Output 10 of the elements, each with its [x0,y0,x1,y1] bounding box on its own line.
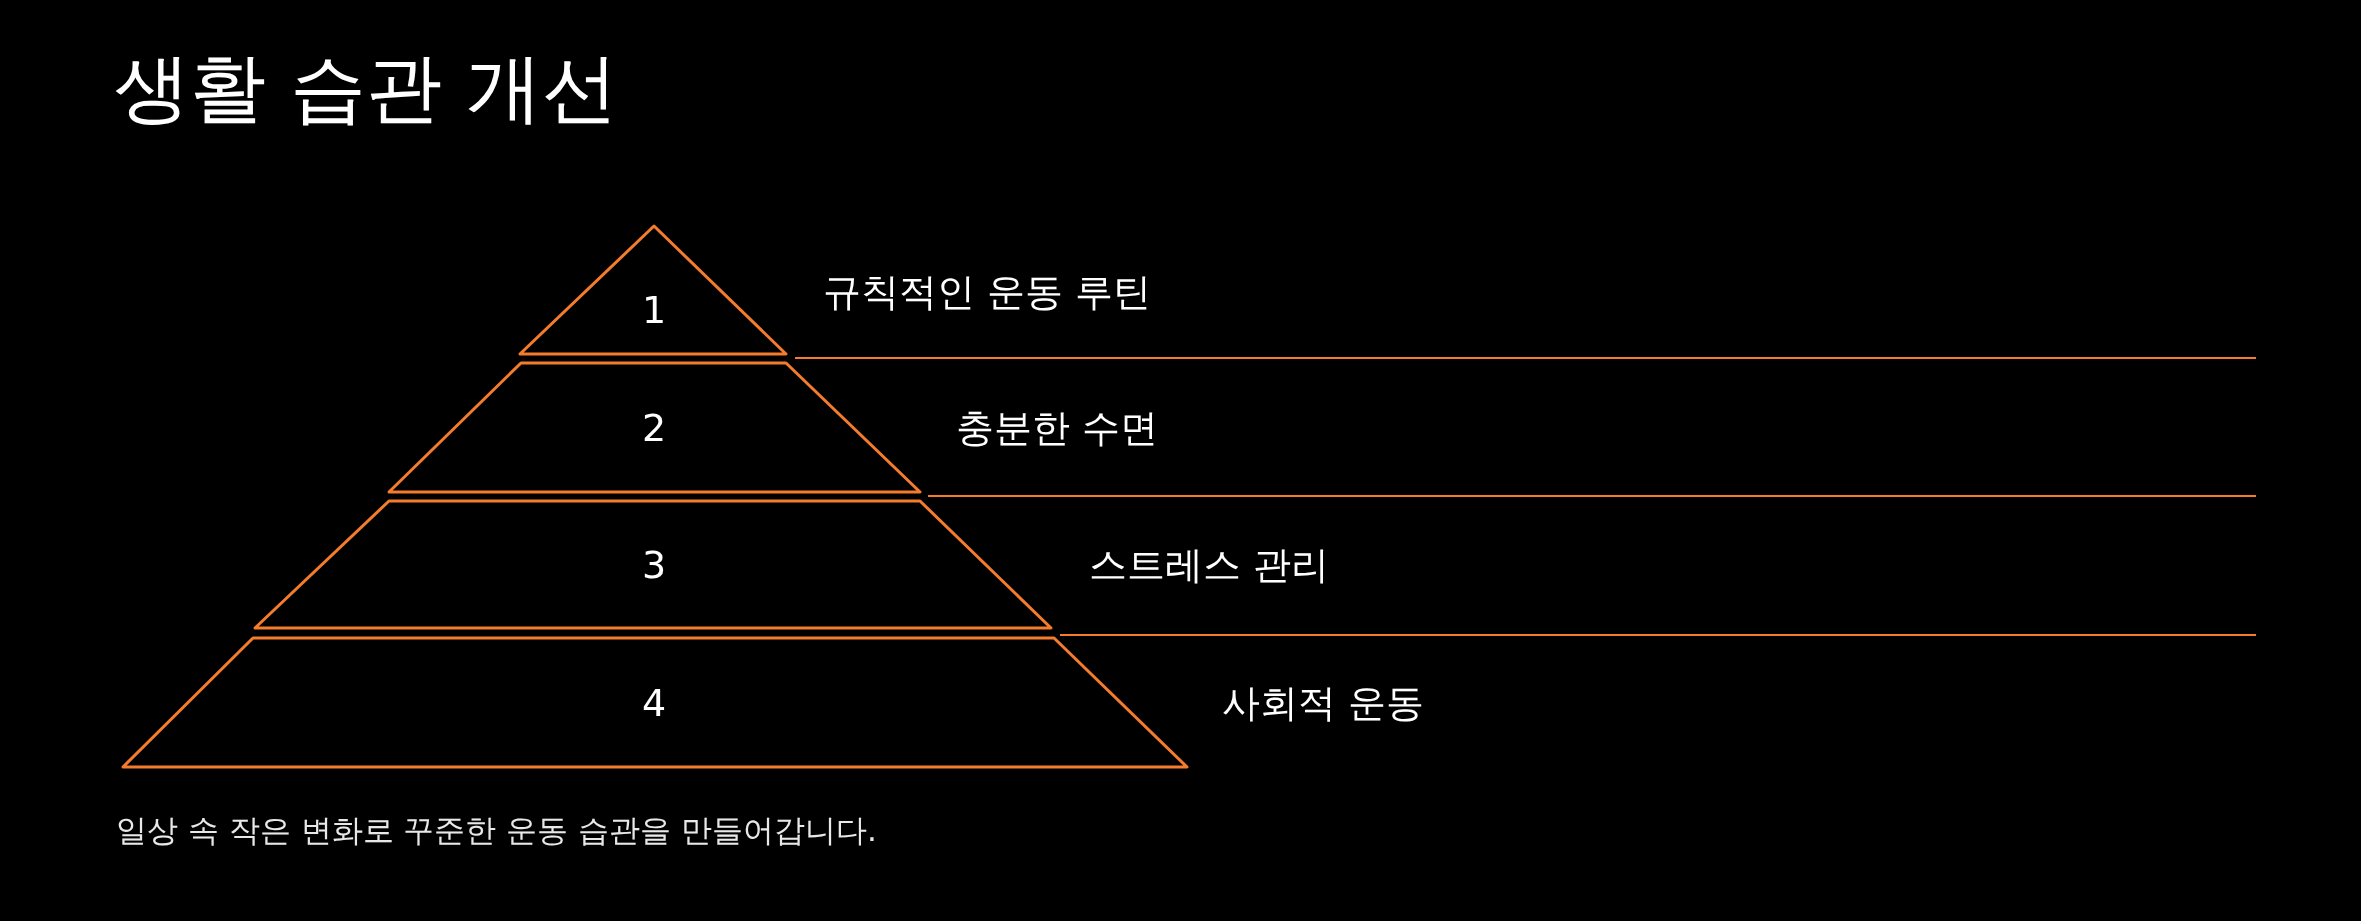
caption: 일상 속 작은 변화로 꾸준한 운동 습관을 만들어갑니다. [116,811,877,850]
layer-number: 4 [640,679,668,727]
layer-label: 규칙적인 운동 루틴 [823,269,1152,316]
title: 생활 습관 개선 [114,42,619,134]
layer-number: 3 [640,541,668,589]
layer-number: 2 [640,404,668,452]
layer-label: 충분한 수면 [956,404,1159,452]
layer-label: 스트레스 관리 [1089,541,1330,589]
layer-number: 1 [640,287,668,334]
layer-label: 사회적 운동 [1222,679,1425,727]
